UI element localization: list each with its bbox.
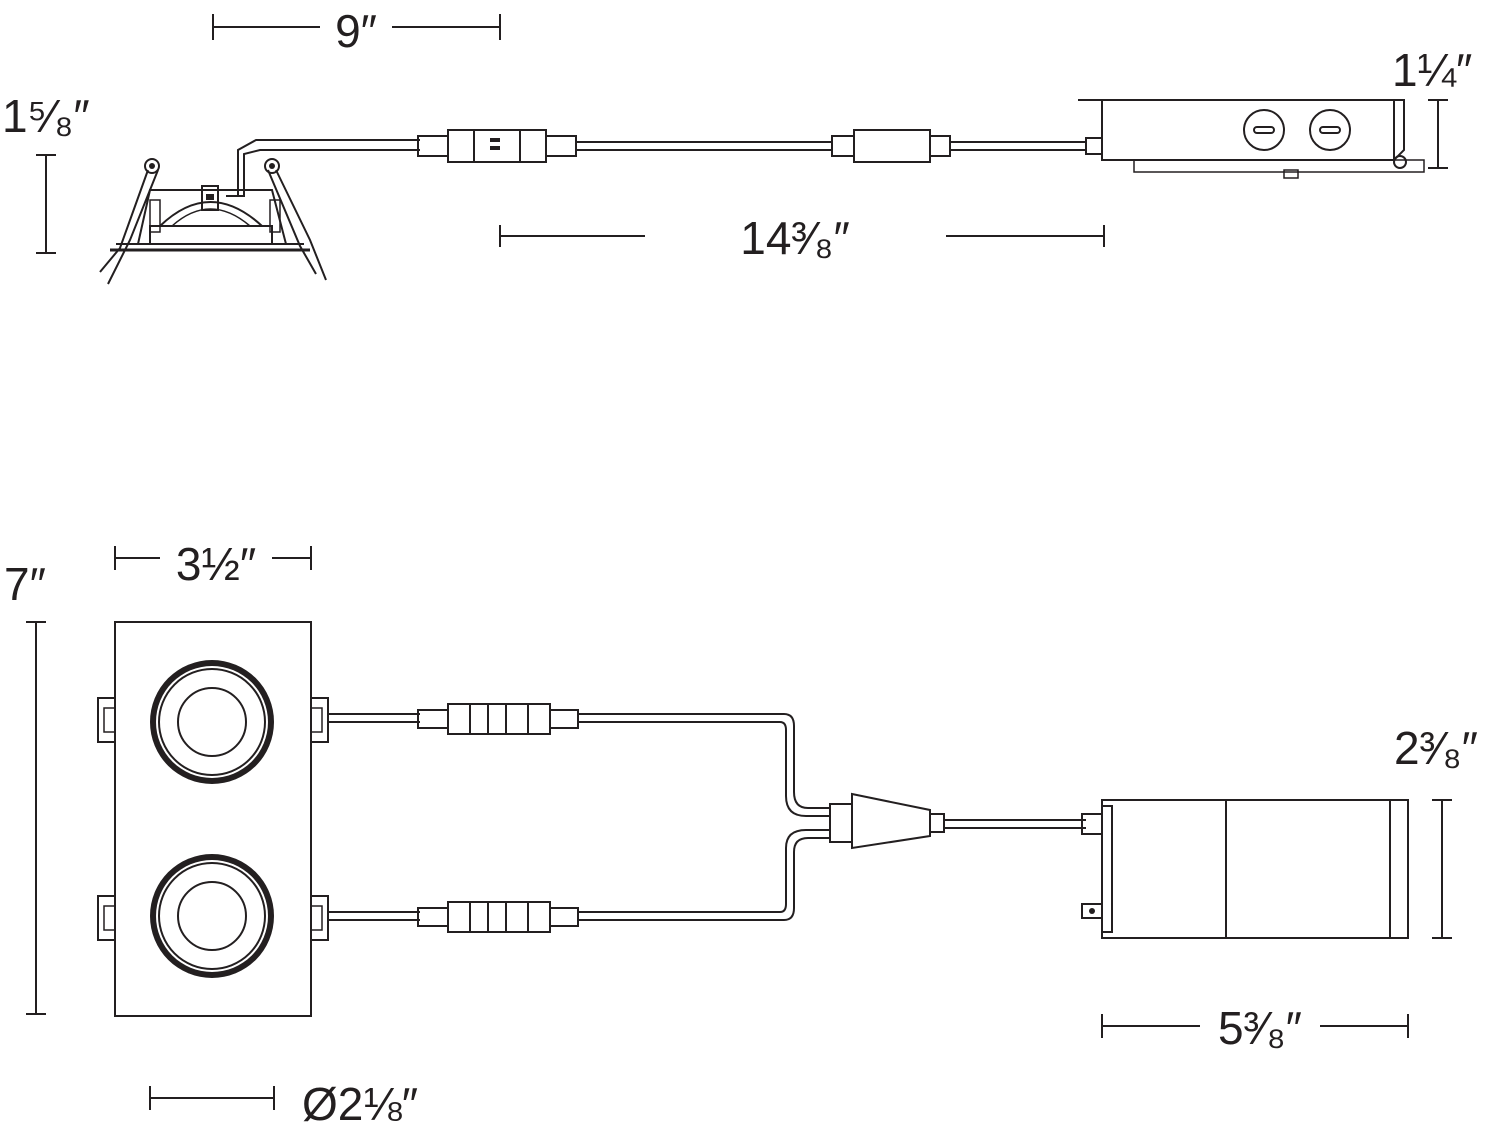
dim-fixture-length: 7″ — [4, 558, 46, 1015]
label-driver-width: 2³⁄₈″ — [1394, 722, 1478, 774]
label-driver-height: 1¼″ — [1392, 44, 1472, 96]
inline-junction-side — [831, 129, 951, 163]
top-view: 3½″ 7″ — [4, 538, 1478, 1128]
dim-fixture-height: 1⁵⁄₈″ — [2, 90, 90, 254]
label-fixture-length: 7″ — [4, 558, 46, 610]
fixture-top — [97, 621, 329, 1017]
dim-fixture-width: 3½″ — [114, 538, 312, 590]
label-driver-cable: 14³⁄₈″ — [740, 212, 850, 264]
cable-top-upper — [328, 703, 830, 817]
label-aperture: Ø2⅛″ — [302, 1078, 418, 1128]
dim-cable-length: 9″ — [212, 5, 501, 57]
side-view: 9″ 1⁵⁄₈″ — [2, 5, 1472, 285]
dim-aperture: Ø2⅛″ — [149, 1078, 418, 1128]
cable-side-1 — [226, 139, 420, 197]
driver-top — [1081, 799, 1409, 939]
dim-driver-cable: 14³⁄₈″ — [499, 212, 1105, 264]
driver-side — [1078, 99, 1425, 179]
label-fixture-width: 3½″ — [176, 538, 256, 590]
dim-driver-width: 2³⁄₈″ — [1394, 722, 1478, 939]
label-driver-length: 5³⁄₈″ — [1218, 1002, 1302, 1054]
dim-driver-length: 5³⁄₈″ — [1101, 1002, 1409, 1054]
label-fixture-height: 1⁵⁄₈″ — [2, 90, 90, 142]
dim-driver-height: 1¼″ — [1392, 44, 1472, 169]
cable-top-lower — [328, 829, 830, 933]
label-cable-length: 9″ — [335, 5, 377, 57]
y-splitter — [829, 792, 1086, 850]
fixture-side — [99, 158, 327, 285]
quick-connector-side — [417, 129, 577, 163]
